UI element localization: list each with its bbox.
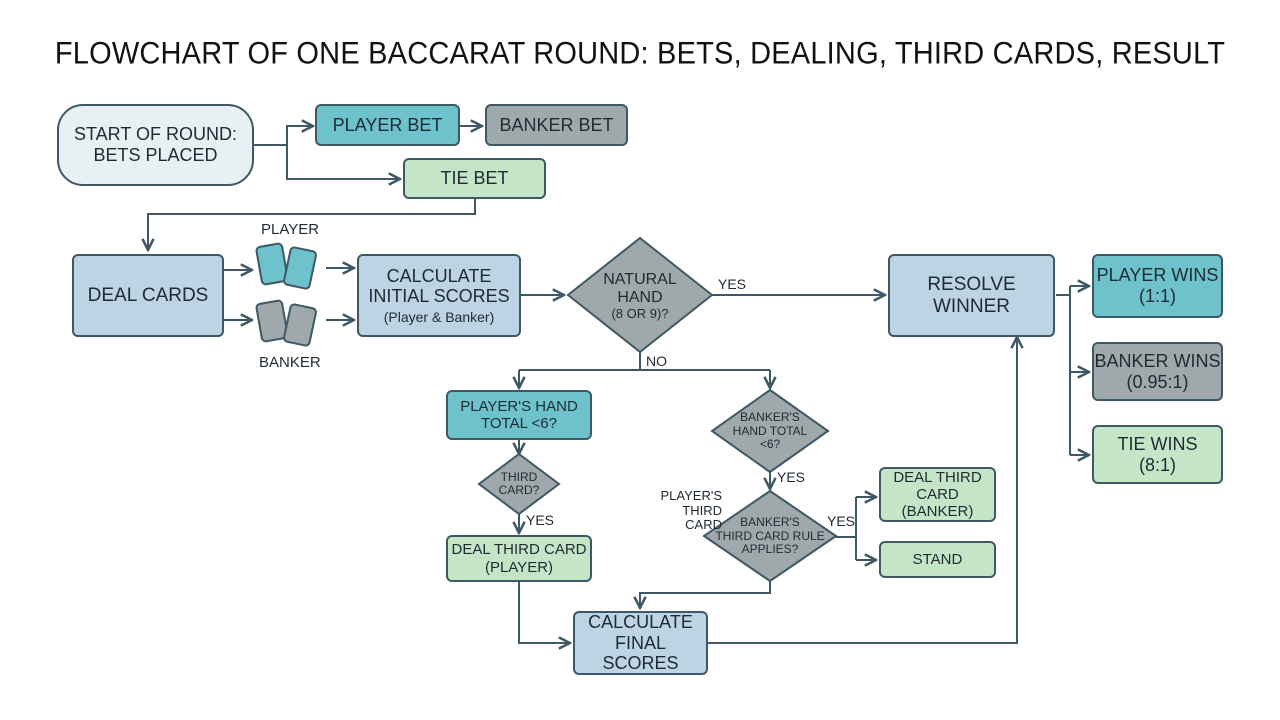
player-cards-icon [255, 242, 317, 290]
calc-initial-line-1: CALCULATE [386, 265, 492, 286]
arrow-start-player-bet [254, 126, 313, 146]
banker-rule-text: BANKER'S THIRD CARD RULE APPLIES? [712, 514, 828, 559]
connectors [148, 126, 1089, 643]
deal-cards-label: DEAL CARDS [87, 284, 209, 306]
deal-cards-node: DEAL CARDS [72, 254, 224, 337]
resolve-line-1: RESOLVE [927, 273, 1016, 295]
deal-third-player-node: DEAL THIRD CARD (PLAYER) [446, 535, 592, 582]
stand-label: STAND [912, 550, 963, 568]
tie-wins-node: TIE WINS (8:1) [1092, 425, 1223, 484]
third-card-line-1: THIRD [500, 469, 538, 484]
banker-rule-line-3: APPLIES? [741, 542, 799, 557]
deal-third-banker-line-2: CARD [916, 485, 959, 503]
natural-line-2: HAND [617, 288, 663, 306]
players-third-card-line-2: THIRD [682, 502, 722, 518]
player-wins-line-2: (1:1) [1138, 286, 1176, 306]
bankers-hand-text: BANKER'S HAND TOTAL <6? [728, 409, 812, 454]
bankers-hand-line-2: HAND TOTAL [732, 423, 808, 438]
banker-bet-label: BANKER BET [499, 114, 614, 135]
banker-rule-line-2: THIRD CARD RULE [715, 528, 825, 543]
banker-wins-line-1: BANKER WINS [1094, 350, 1221, 371]
calc-final-line-2: FINAL SCORES [602, 632, 679, 674]
arrow-rule-final [640, 580, 771, 608]
players-hand-line-1: PLAYER'S HAND [460, 397, 578, 415]
natural-line-3: (8 OR 9)? [611, 305, 669, 321]
tie-wins-line-2: (8:1) [1138, 454, 1176, 475]
calc-initial-node: CALCULATE INITIAL SCORES (Player & Banke… [357, 254, 521, 337]
banker-total-yes-label: YES [777, 469, 806, 485]
players-hand-total-node: PLAYER'S HAND TOTAL <6? [446, 390, 592, 440]
resolve-line-2: WINNER [932, 295, 1011, 317]
player-wins-node: PLAYER WINS (1:1) [1092, 254, 1223, 318]
players-third-card-line-1: PLAYER'S [660, 488, 723, 504]
banker-wins-node: BANKER WINS (0.95:1) [1092, 342, 1223, 401]
calc-initial-line-2: INITIAL SCORES [368, 286, 510, 307]
deal-third-player-line-2: (PLAYER) [484, 558, 554, 576]
third-card-yes-label: YES [526, 512, 555, 528]
third-card-line-2: CARD? [498, 483, 540, 497]
player-label: PLAYER [261, 221, 320, 238]
player-wins-line-1: PLAYER WINS [1096, 265, 1219, 286]
deal-third-banker-line-3: (BANKER) [901, 503, 974, 521]
banker-wins-line-2: (0.95:1) [1126, 371, 1189, 392]
resolve-winner-node: RESOLVE WINNER [888, 254, 1055, 337]
bankers-hand-line-1: BANKER'S [740, 410, 800, 425]
arrow-final-resolve [708, 337, 1017, 644]
players-hand-line-2: TOTAL <6? [480, 415, 557, 432]
deal-third-banker-node: DEAL THIRD CARD (BANKER) [879, 467, 996, 522]
banker-rule-line-1: BANKER'S [740, 515, 800, 530]
third-card-text: THIRD CARD? [494, 466, 544, 502]
player-bet-label: PLAYER BET [332, 114, 443, 135]
deal-third-banker-line-1: DEAL THIRD [893, 468, 982, 486]
calc-final-node: CALCULATE FINAL SCORES [573, 611, 708, 675]
start-node: START OF ROUND: BETS PLACED [57, 104, 254, 186]
natural-line-1: NATURAL [603, 270, 677, 288]
players-third-card-line-3: CARD [685, 517, 722, 533]
deal-third-player-line-1: DEAL THIRD CARD [451, 541, 587, 559]
banker-cards-icon [255, 299, 317, 347]
tie-bet-node: TIE BET [403, 158, 546, 199]
diagram-title: FLOWCHART OF ONE BACCARAT ROUND: BETS, D… [54, 36, 1226, 72]
calc-final-line-1: CALCULATE [588, 611, 693, 632]
natural-hand-text: NATURAL HAND (8 OR 9)? [588, 266, 692, 326]
banker-rule-yes-label: YES [827, 513, 856, 529]
natural-no-label: NO [646, 353, 667, 369]
tie-bet-label: TIE BET [440, 168, 509, 189]
stand-node: STAND [879, 541, 996, 578]
banker-rule-diamond [702, 489, 838, 583]
player-bet-node: PLAYER BET [315, 104, 460, 146]
players-third-card-label: PLAYER'S THIRD CARD [652, 488, 723, 534]
start-line-2: BETS PLACED [93, 145, 218, 165]
arrow-bets-deal-cards [148, 199, 476, 250]
natural-hand-diamond [566, 236, 714, 354]
calc-initial-line-3: (Player & Banker) [383, 309, 495, 326]
third-card-diamond [477, 452, 561, 516]
arrow-deal-player-final [518, 582, 570, 643]
arrow-start-tie-bet [286, 145, 400, 179]
start-line-1: START OF ROUND: [73, 124, 237, 145]
bankers-hand-line-3: <6? [759, 437, 781, 452]
tie-wins-line-1: TIE WINS [1117, 433, 1198, 454]
banker-label: BANKER [259, 354, 321, 371]
banker-bet-node: BANKER BET [485, 104, 628, 146]
natural-yes-label: YES [718, 276, 747, 292]
bankers-hand-total-diamond [710, 388, 830, 474]
